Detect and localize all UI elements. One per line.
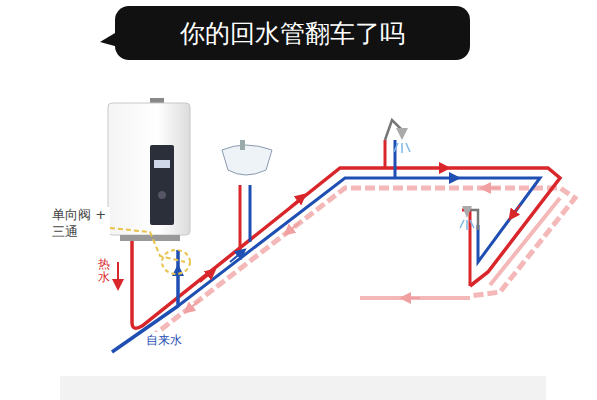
shower-head xyxy=(385,120,410,153)
hot-water-label: 热水 xyxy=(98,258,110,284)
valve-mark xyxy=(162,250,190,274)
hot-branch xyxy=(384,140,387,168)
cold-water-label: 自来水 xyxy=(146,332,182,349)
return-pipe xyxy=(360,198,560,298)
hot-pipe xyxy=(132,168,560,328)
valve-leader xyxy=(110,228,185,262)
cold-pipe xyxy=(178,178,540,306)
wash-basin xyxy=(222,140,272,175)
return-pipe xyxy=(150,188,575,338)
valve-label: 单向阀 + 三通 xyxy=(52,207,110,241)
speech-bubble: 你的回水管翻车了吗 xyxy=(115,6,470,60)
shower-head xyxy=(460,206,478,230)
bubble-text: 你的回水管翻车了吗 xyxy=(180,17,405,50)
bottom-panel xyxy=(60,376,546,400)
water-heater xyxy=(108,98,190,241)
cold-branch xyxy=(250,140,395,242)
hot-branch xyxy=(239,185,242,250)
